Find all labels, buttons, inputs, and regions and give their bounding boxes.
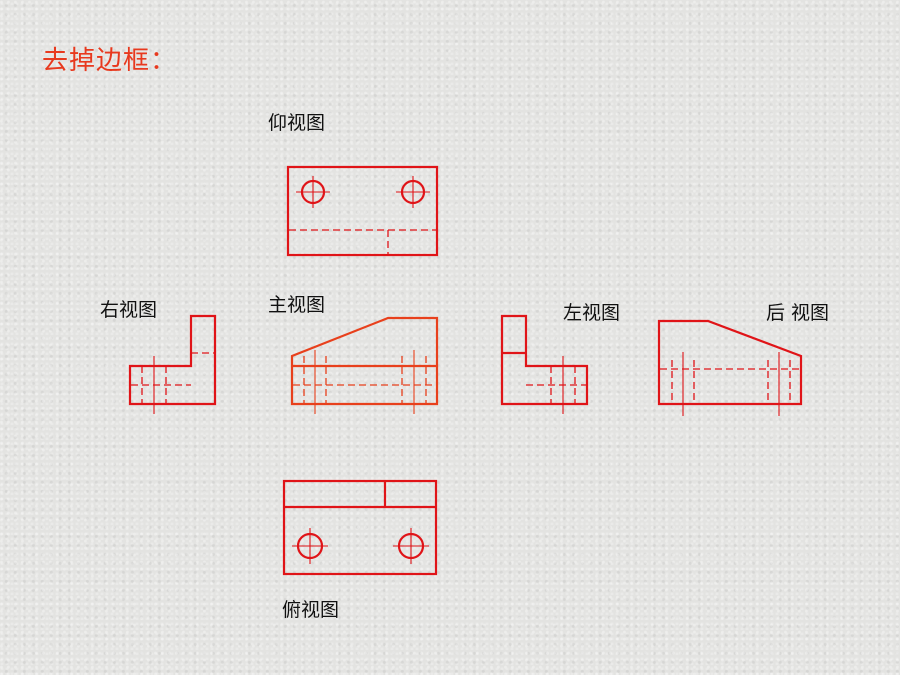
back-view-label: 后 视图 [766,302,830,324]
left-view-outline [500,314,589,406]
left-view [500,314,589,414]
slide-heading: 去掉边框： [42,46,178,76]
bottom-view-label: 仰视图 [268,112,326,134]
bottom-view-outline [286,165,439,257]
front-view [290,316,439,414]
back-view-outline [657,319,803,406]
bottom-view [286,165,439,257]
left-view-label: 左视图 [563,302,621,324]
front-view-outline [290,316,439,406]
right-view-label: 右视图 [100,299,158,321]
top-view-label: 俯视图 [282,599,340,621]
back-view [657,319,803,416]
right-view [128,314,217,414]
front-view-label: 主视图 [268,294,326,316]
top-view [282,479,438,576]
top-view-outline [282,479,438,576]
right-view-outline [128,314,217,406]
